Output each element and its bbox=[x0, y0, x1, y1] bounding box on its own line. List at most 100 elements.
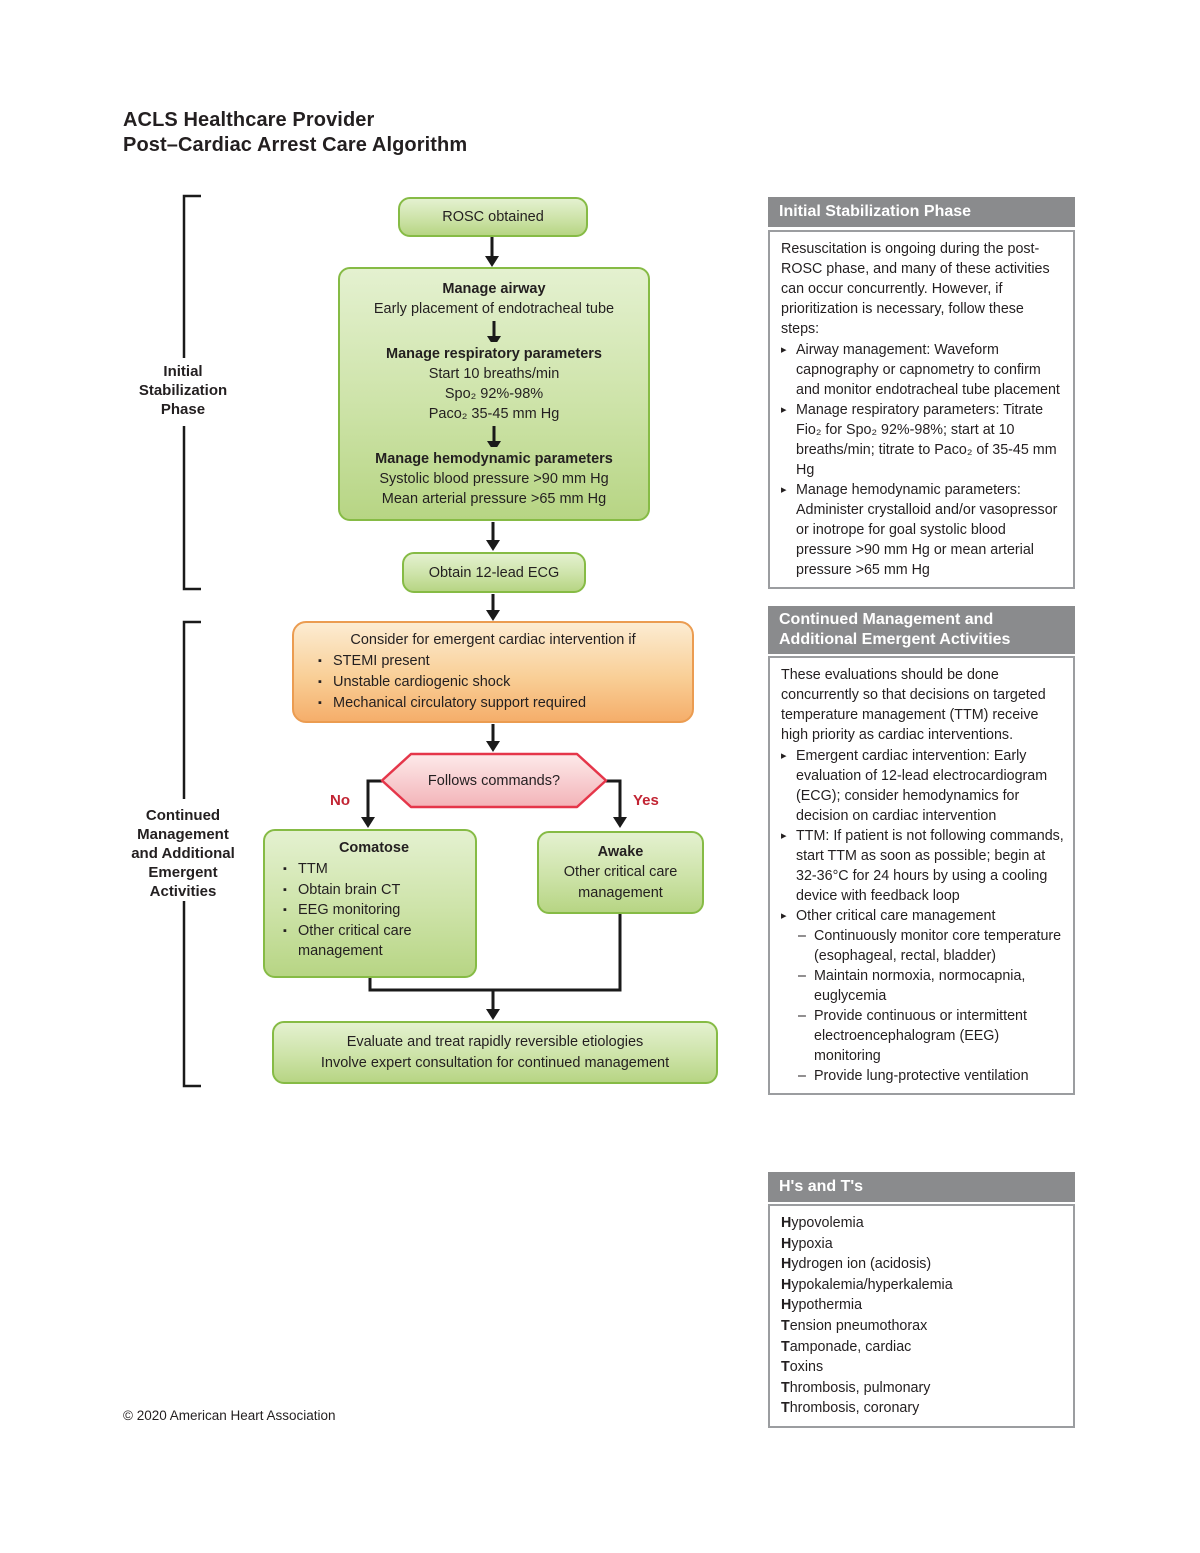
label-initial-stabilization-phase: Initial Stabilization Phase bbox=[103, 362, 263, 419]
ht-initial: H bbox=[781, 1256, 792, 1273]
awake-sub: Other critical care management bbox=[563, 864, 678, 901]
intervention-bullet: STEMI present bbox=[316, 651, 678, 672]
sidebar-bullet: Manage respiratory parameters: Titrate F… bbox=[781, 400, 1065, 480]
ht-initial: T bbox=[781, 1359, 790, 1376]
manage-parameters-box: Manage airway Early placement of endotra… bbox=[338, 267, 650, 521]
sidebar-header-initial-stabilization: Initial Stabilization Phase bbox=[768, 197, 1075, 227]
manage-airway-sub: Early placement of endotracheal tube bbox=[373, 301, 615, 317]
evaluate-etiologies-box: Evaluate and treat rapidly reversible et… bbox=[272, 1021, 718, 1084]
copyright-text: © 2020 American Heart Association bbox=[123, 1408, 336, 1423]
bracket1-line: Stabilization bbox=[138, 382, 228, 399]
ht-rest: hrombosis, coronary bbox=[789, 1400, 920, 1417]
awake-title: Awake bbox=[597, 843, 644, 860]
sidebar-sub-bullet: Maintain normoxia, normocapnia, euglycem… bbox=[781, 966, 1065, 1006]
ht-initial: H bbox=[781, 1235, 792, 1252]
ht-item: Thrombosis, pulmonary bbox=[781, 1378, 1065, 1399]
bracket2-line: and Additional bbox=[131, 845, 235, 862]
comatose-bullet: TTM bbox=[281, 859, 467, 880]
manage-respiratory-title: Manage respiratory parameters bbox=[386, 346, 602, 362]
resp-line: Spo₂ 92%-98% bbox=[444, 386, 544, 402]
label-continued-management: Continued Management and Additional Emer… bbox=[103, 806, 263, 901]
follows-commands-decision: Follows commands? bbox=[380, 752, 608, 809]
ht-item: Hypovolemia bbox=[781, 1213, 1065, 1234]
ht-rest: amponade, cardiac bbox=[789, 1338, 912, 1355]
ht-item: Thrombosis, coronary bbox=[781, 1398, 1065, 1419]
bracket2-line: Activities bbox=[149, 883, 217, 900]
intervention-title: Consider for emergent cardiac interventi… bbox=[350, 632, 636, 648]
comatose-bullet: Other critical care management bbox=[281, 921, 467, 962]
ht-item: Tension pneumothorax bbox=[781, 1316, 1065, 1337]
sidebar-header-text: Initial Stabilization Phase bbox=[779, 203, 972, 220]
final-line2: Involve expert consultation for continue… bbox=[320, 1054, 670, 1071]
down-arrow-icon bbox=[487, 426, 501, 447]
sidebar-bullet: Airway management: Waveform capnography … bbox=[781, 340, 1065, 400]
obtain-ecg-text: Obtain 12-lead ECG bbox=[428, 564, 560, 581]
bracket2-bottom bbox=[182, 901, 201, 1088]
sidebar-body-continued-management: These evaluations should be done concurr… bbox=[768, 656, 1075, 1095]
ht-rest: oxins bbox=[789, 1359, 824, 1376]
ht-initial: H bbox=[781, 1276, 792, 1293]
ht-item: Hydrogen ion (acidosis) bbox=[781, 1254, 1065, 1275]
sidebar-bullet: Emergent cardiac intervention: Early eva… bbox=[781, 746, 1065, 826]
bracket1-line: Initial bbox=[163, 363, 203, 380]
sidebar-header-hs-and-ts: H's and T's bbox=[768, 1172, 1075, 1202]
ht-item: Hypoxia bbox=[781, 1234, 1065, 1255]
resp-line: Start 10 breaths/min bbox=[428, 366, 560, 382]
ht-rest: ypovolemia bbox=[791, 1215, 864, 1231]
bracket2-top bbox=[182, 620, 201, 799]
comatose-bullet: EEG monitoring bbox=[281, 900, 467, 921]
sidebar-sub-bullet: Provide continuous or intermittent elect… bbox=[781, 1006, 1065, 1066]
ht-initial: T bbox=[781, 1400, 790, 1417]
sidebar-sub-bullet: Provide lung-protective ventilation bbox=[781, 1066, 1065, 1086]
ht-rest: ypoxia bbox=[791, 1235, 833, 1252]
bracket2-line: Management bbox=[137, 826, 229, 843]
emergent-intervention-box: Consider for emergent cardiac interventi… bbox=[292, 621, 694, 723]
ht-rest: ension pneumothorax bbox=[789, 1317, 928, 1334]
comatose-title: Comatose bbox=[338, 840, 410, 856]
branch-yes-label: Yes bbox=[633, 792, 659, 809]
intervention-bullet: Mechanical circulatory support required bbox=[316, 693, 678, 714]
comatose-box: Comatose TTM Obtain brain CT EEG monitor… bbox=[263, 829, 477, 978]
bracket1-bottom bbox=[182, 426, 201, 591]
obtain-ecg-box: Obtain 12-lead ECG bbox=[402, 552, 586, 593]
hemo-line: Systolic blood pressure >90 mm Hg bbox=[379, 471, 609, 487]
ht-rest: hrombosis, pulmonary bbox=[789, 1379, 931, 1396]
awake-box: Awake Other critical care management bbox=[537, 831, 704, 914]
sidebar-header-text: Continued Management and Additional Emer… bbox=[779, 611, 1011, 648]
sidebar-sub-bullet: Continuously monitor core temperature (e… bbox=[781, 926, 1065, 966]
sidebar-bullet: TTM: If patient is not following command… bbox=[781, 826, 1065, 906]
resp-line: Paco₂ 35-45 mm Hg bbox=[428, 406, 560, 422]
sidebar-bullet: Other critical care management bbox=[781, 906, 1065, 926]
bracket1-top bbox=[182, 194, 201, 358]
bracket2-line: Continued bbox=[145, 807, 221, 824]
branch-no-label: No bbox=[330, 792, 350, 809]
ht-item: Hypokalemia/hyperkalemia bbox=[781, 1275, 1065, 1296]
page-title-line1: ACLS Healthcare Provider bbox=[123, 109, 375, 131]
rosc-obtained-text: ROSC obtained bbox=[442, 209, 544, 225]
comatose-bullet: Obtain brain CT bbox=[281, 880, 467, 901]
ht-rest: ypothermia bbox=[791, 1297, 863, 1314]
manage-airway-title: Manage airway bbox=[442, 281, 546, 297]
ht-rest: ypokalemia/hyperkalemia bbox=[791, 1276, 953, 1293]
ht-initial: T bbox=[781, 1338, 790, 1355]
ht-initial: T bbox=[781, 1317, 790, 1334]
decision-question-text: Follows commands? bbox=[427, 772, 561, 789]
rosc-obtained-box: ROSC obtained bbox=[398, 197, 588, 237]
sidebar-bullet: Manage hemodynamic parameters: Administe… bbox=[781, 480, 1065, 580]
ht-item: Tamponade, cardiac bbox=[781, 1337, 1065, 1358]
sidebar-body-initial-stabilization: Resuscitation is ongoing during the post… bbox=[768, 230, 1075, 589]
intervention-bullet: Unstable cardiogenic shock bbox=[316, 672, 678, 693]
ht-item: Hypothermia bbox=[781, 1295, 1065, 1316]
ht-initial: H bbox=[781, 1215, 792, 1231]
bracket2-line: Emergent bbox=[148, 864, 218, 881]
ht-rest: ydrogen ion (acidosis) bbox=[791, 1256, 932, 1273]
page-title: ACLS Healthcare Provider Post–Cardiac Ar… bbox=[123, 108, 467, 158]
phase-brackets bbox=[182, 194, 201, 1088]
sidebar-header-text: H's and T's bbox=[779, 1178, 864, 1195]
ht-item: Toxins bbox=[781, 1357, 1065, 1378]
down-arrow-icon bbox=[487, 321, 501, 342]
page-title-line2: Post–Cardiac Arrest Care Algorithm bbox=[123, 134, 468, 156]
manage-hemodynamic-title: Manage hemodynamic parameters bbox=[375, 451, 613, 467]
bracket1-line: Phase bbox=[160, 401, 206, 418]
ht-initial: H bbox=[781, 1297, 792, 1314]
